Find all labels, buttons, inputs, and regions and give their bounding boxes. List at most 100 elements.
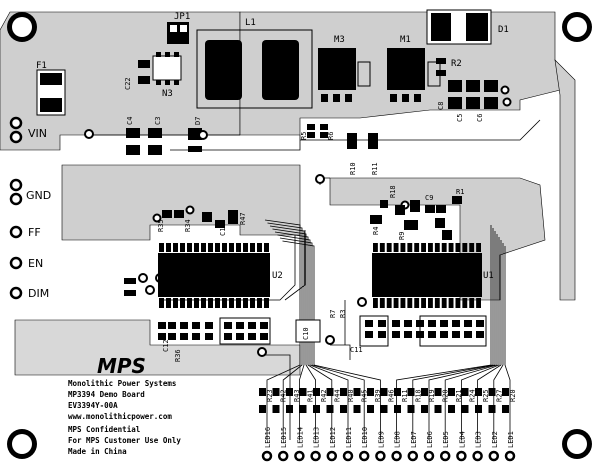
ic-pin bbox=[448, 243, 454, 252]
pad bbox=[236, 322, 244, 329]
led-label: LED4 bbox=[458, 431, 466, 448]
via bbox=[500, 85, 510, 95]
ic-pin bbox=[166, 298, 171, 308]
u1-pins-bottom bbox=[373, 298, 481, 308]
led-pad bbox=[456, 450, 467, 462]
refdes-l1: L1 bbox=[245, 18, 256, 28]
pad bbox=[202, 212, 212, 222]
ic-pin bbox=[208, 243, 213, 252]
pad bbox=[158, 333, 166, 340]
pad bbox=[404, 320, 412, 327]
resistor-pad bbox=[488, 405, 496, 413]
pad bbox=[428, 320, 436, 327]
u1-body bbox=[372, 253, 482, 297]
refdes-m3: M3 bbox=[334, 35, 345, 45]
led-trace bbox=[444, 234, 498, 440]
pad bbox=[435, 218, 445, 228]
ic-pin bbox=[421, 298, 426, 308]
ic-pin bbox=[257, 298, 262, 308]
pad bbox=[436, 205, 446, 213]
refdes-r2: R2 bbox=[451, 59, 462, 69]
resistor-label: R27 bbox=[496, 389, 504, 402]
u2-lower-parts bbox=[158, 317, 271, 345]
ic-pin bbox=[434, 243, 440, 252]
resistor-pad bbox=[326, 388, 334, 396]
refdes-r4: R4 bbox=[372, 227, 380, 235]
pad bbox=[158, 322, 166, 329]
ic-pin bbox=[373, 243, 378, 252]
via bbox=[257, 347, 267, 357]
ic-pin bbox=[187, 243, 192, 252]
connector-ff[interactable] bbox=[9, 225, 23, 239]
ic-pin bbox=[414, 243, 420, 252]
connector-gnd[interactable] bbox=[9, 178, 23, 206]
refdes-r7: R7 bbox=[329, 310, 337, 318]
ic-pin bbox=[187, 298, 192, 308]
refdes-r9: R9 bbox=[398, 232, 406, 240]
ic-pin bbox=[243, 298, 248, 308]
resistor-pad bbox=[353, 405, 361, 413]
ic-pin bbox=[373, 298, 378, 308]
ic-pin bbox=[159, 298, 164, 308]
mounting-hole-tl bbox=[7, 12, 37, 42]
connector-en[interactable] bbox=[9, 256, 23, 270]
resistor-pad bbox=[502, 388, 509, 396]
ic-pin bbox=[476, 298, 481, 308]
label-en: EN bbox=[28, 257, 43, 270]
via bbox=[357, 297, 367, 307]
resistor-label: R40 bbox=[347, 389, 355, 402]
resistor-pad bbox=[434, 388, 442, 396]
label-gnd: GND bbox=[26, 189, 51, 202]
ic-pin bbox=[229, 243, 234, 252]
led-pad bbox=[294, 450, 305, 462]
connector-dim[interactable] bbox=[9, 286, 23, 300]
ic-pin bbox=[434, 298, 440, 308]
u2-pins-top bbox=[159, 243, 269, 252]
led-label: LED12 bbox=[329, 427, 337, 448]
via bbox=[84, 129, 94, 139]
ic-pin bbox=[386, 298, 392, 308]
ic-pin bbox=[264, 298, 269, 308]
pad bbox=[260, 322, 268, 329]
led-label: LED11 bbox=[345, 427, 353, 448]
resistor-pad bbox=[475, 388, 482, 396]
pad bbox=[228, 210, 238, 224]
pad bbox=[440, 320, 448, 327]
component-r10-r11 bbox=[347, 133, 378, 149]
led-pad bbox=[423, 450, 435, 462]
pad bbox=[378, 331, 386, 338]
component-c22 bbox=[138, 60, 150, 84]
led-pad bbox=[504, 450, 516, 462]
refdes-c10: C10 bbox=[302, 327, 310, 340]
pad bbox=[464, 320, 472, 327]
ic-pin bbox=[229, 298, 234, 308]
refdes-c8: C8 bbox=[437, 102, 445, 110]
resistor-label: R20 bbox=[442, 389, 450, 402]
pour-right-edge bbox=[554, 59, 576, 301]
component-jp1 bbox=[167, 22, 189, 44]
info-line-7: Made in China bbox=[68, 447, 127, 456]
pad bbox=[124, 278, 136, 284]
led-pad bbox=[326, 450, 338, 462]
resistor-pad bbox=[286, 388, 293, 396]
resistor-label: R44 bbox=[334, 389, 342, 402]
ic-pin bbox=[441, 298, 447, 308]
refdes-f1: F1 bbox=[36, 61, 47, 71]
connector-vin[interactable] bbox=[9, 116, 23, 144]
ic-pin bbox=[222, 243, 227, 252]
ic-pin bbox=[243, 243, 248, 252]
pad bbox=[248, 333, 256, 340]
resistor-label: R39 bbox=[374, 389, 382, 402]
pad bbox=[428, 331, 436, 338]
outline bbox=[219, 317, 271, 345]
led-trace bbox=[274, 231, 333, 440]
refdes-c3: C3 bbox=[154, 117, 162, 125]
led-label: LED14 bbox=[296, 427, 304, 448]
pad bbox=[205, 333, 213, 340]
pad bbox=[174, 210, 184, 218]
resistor-pad bbox=[502, 405, 509, 413]
led-trace bbox=[428, 231, 496, 440]
via bbox=[502, 97, 512, 107]
refdes-r3: R3 bbox=[339, 310, 347, 318]
